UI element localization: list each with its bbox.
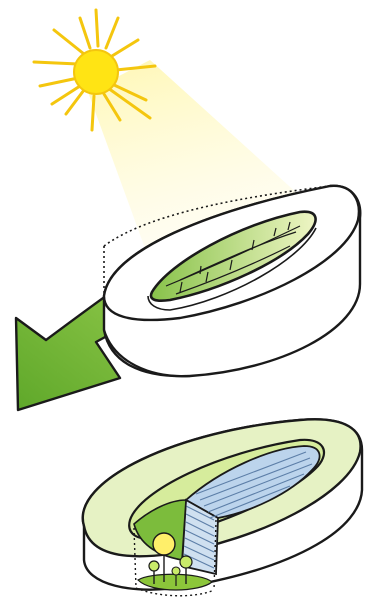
sunlight-panel <box>14 8 362 412</box>
trees <box>148 532 193 586</box>
grass-base <box>137 573 213 591</box>
sun-rays <box>32 8 157 132</box>
garden-rows <box>165 221 301 295</box>
tree-icon <box>179 555 193 569</box>
tree-icon <box>152 532 176 556</box>
tree-icon <box>148 560 160 572</box>
water-lines <box>183 451 313 569</box>
courtyard-panel <box>81 418 364 597</box>
tree-icon <box>171 566 181 576</box>
inner-wall <box>147 227 317 311</box>
lower-dotted-volume <box>133 519 217 597</box>
sun-icon <box>73 49 119 95</box>
